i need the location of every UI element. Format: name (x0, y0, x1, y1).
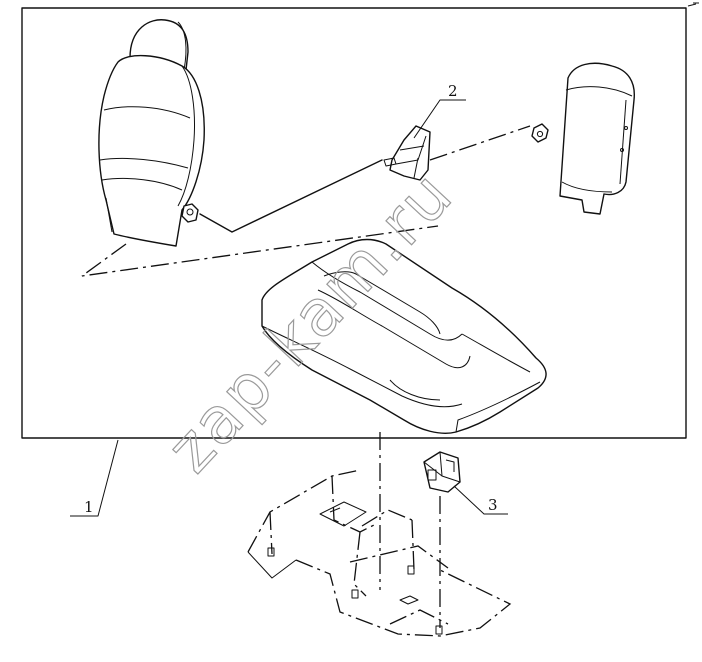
recliner-guide-line (81, 225, 439, 277)
right-seat-back (531, 62, 635, 215)
callout-1: 1 (70, 439, 119, 517)
assembly-frame (21, 7, 687, 439)
frame-corner-mark (687, 2, 699, 7)
bracket-link-left (199, 159, 383, 233)
floor-mount (247, 469, 512, 637)
hinge-bracket (383, 125, 431, 181)
callout-3-label: 3 (488, 496, 498, 514)
callout-1-label: 1 (84, 498, 94, 516)
seat-cushion (261, 238, 547, 434)
callout-2-label: 2 (448, 82, 458, 100)
callout-3: 3 (453, 485, 508, 515)
callout-2: 2 (413, 82, 466, 139)
bracket-link-right (429, 125, 531, 161)
latch-block (423, 451, 461, 493)
left-seat-back (98, 19, 205, 247)
